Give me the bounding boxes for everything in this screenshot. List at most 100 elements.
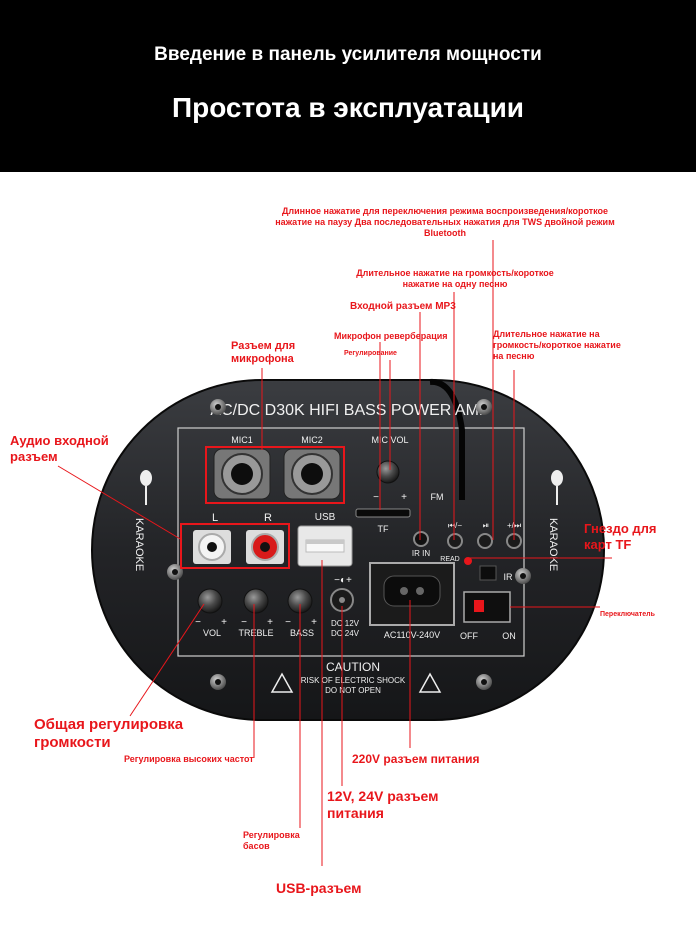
annotation-master-volume: Общая регулировка громкости (34, 716, 183, 752)
ir-in-label: IR IN (412, 549, 430, 558)
leader-lines (57, 240, 612, 866)
annotation-tf-slot-line-2: карт TF (584, 536, 632, 552)
bass-plus: + (311, 617, 317, 628)
karaoke-label-right: KARAOKE (547, 518, 559, 571)
annotation-regulation: Регулирование (344, 350, 397, 357)
annotation-vol-up-line-1: Длительное нажатие на (493, 329, 600, 339)
ir-label: IR (504, 572, 514, 582)
audio-input-highlight (180, 523, 290, 569)
mic1-jack[interactable] (213, 448, 271, 500)
dc-polarity-icon: −◐+ (334, 575, 352, 586)
annotation-vol-down-button: Длительное нажатие на громкость/короткое… (320, 268, 590, 290)
annotation-bass-adjust-line-2: басов (243, 840, 270, 851)
rca-left-jack[interactable] (193, 530, 231, 564)
prev-vol-down-button[interactable] (447, 533, 463, 549)
caution-label: CAUTION (326, 660, 380, 674)
annotation-mic-jack-line-2: микрофона (231, 353, 294, 366)
annotation-mode-line-1: Длинное нажатие для переключения режима … (281, 206, 609, 216)
vol-label: VOL (203, 628, 221, 638)
annotation-mic-reverb: Микрофон реверберация (334, 331, 448, 341)
warning-icon-right (418, 672, 442, 693)
mic-vol-plus: + (401, 492, 407, 503)
annotation-dc-power: 12V, 24V разъем питания (327, 788, 439, 822)
vol-plus: + (221, 617, 227, 628)
read-led-icon (464, 557, 472, 565)
read-label: READ (440, 556, 459, 563)
usb-label: USB (315, 512, 336, 523)
fm-label: FM (431, 492, 444, 502)
on-label: ON (502, 631, 516, 641)
annotation-mic-jack-line-1: Разъем для (231, 340, 296, 352)
annotation-vol-down-line-2: нажатие на одну песню (402, 278, 508, 289)
power-switch[interactable] (463, 591, 511, 623)
tf-card-slot[interactable] (355, 508, 411, 518)
annotation-vol-down-line-1: Длительное нажатие на громкость/короткое (356, 268, 554, 278)
risk-line-1: RISK OF ELECTRIC SHOCK (301, 676, 406, 685)
risk-line-2: DO NOT OPEN (325, 686, 381, 695)
treble-knob[interactable] (243, 588, 269, 614)
annotation-mic-jack: Разъем для микрофона (231, 340, 295, 366)
mic-vol-knob[interactable] (376, 460, 400, 484)
mic2-jack[interactable] (283, 448, 341, 500)
annotation-bass-adjust: Регулировка басов (243, 830, 300, 852)
annotation-bass-adjust-line-1: Регулировка (243, 830, 300, 840)
mic-jack-highlight (205, 446, 345, 504)
prev-button-label: ⏮/− (448, 521, 462, 530)
annotation-mp3-input: Входной разъем MP3 (350, 301, 456, 312)
annotation-dc-power-line-2: питания (327, 804, 384, 821)
header-title: Простота в эксплуатации (171, 92, 525, 123)
annotation-vol-up-line-2: громкость/короткое нажатие (493, 339, 621, 350)
annotation-usb-port: USB-разъем (276, 880, 362, 896)
ir-receiver (479, 565, 497, 581)
ac-power-socket[interactable] (369, 562, 455, 626)
mic-vol-minus: − (373, 492, 379, 503)
ac-label: AC110V-240V (384, 630, 440, 640)
panel-model-text: AC/DC D30K HIFI BASS POWER AMP (210, 402, 489, 419)
ir-in-jack[interactable] (413, 531, 429, 547)
karaoke-mic-icon-left (140, 470, 152, 505)
annotation-ac-power: 220V разъем питания (352, 752, 480, 766)
annotation-vol-up-line-3: на песню (493, 350, 535, 361)
header-subtitle: Введение в панель усилителя мощности (154, 44, 542, 65)
annotation-audio-input: Аудио входной разъем (10, 433, 109, 464)
header-banner: Введение в панель усилителя мощности Про… (0, 0, 696, 172)
mic1-label: MIC1 (231, 435, 253, 445)
bass-minus: − (285, 617, 291, 628)
annotation-dc-power-line-1: 12V, 24V разъем (327, 788, 439, 804)
rca-left-label: L (212, 512, 218, 524)
annotation-audio-input-line-2: разъем (10, 448, 58, 464)
rca-right-jack[interactable] (246, 530, 284, 564)
play-button-label: ⏯ (483, 521, 489, 530)
annotation-mode-line-3: Bluetooth (424, 227, 466, 238)
rca-right-label: R (264, 512, 272, 524)
bass-label: BASS (290, 628, 314, 638)
panel-frame (177, 427, 525, 657)
annotation-tf-slot-line-1: Гнездо для (584, 521, 657, 536)
annotation-vol-up-button: Длительное нажатие на громкость/короткое… (493, 329, 621, 361)
usb-port[interactable] (297, 525, 353, 567)
cable (429, 378, 465, 500)
dc12-label: DC 12V (331, 619, 360, 628)
warning-icon-left (270, 672, 294, 693)
annotation-tf-slot: Гнездо для карт TF (584, 521, 657, 552)
dc24-label: DC 24V (331, 629, 360, 638)
treble-minus: − (241, 617, 247, 628)
vol-knob[interactable] (197, 588, 223, 614)
annotation-master-volume-line-2: громкости (34, 734, 111, 751)
annotation-mode-line-2: нажатие на паузу Два последовательных на… (275, 216, 615, 227)
treble-label: TREBLE (238, 628, 273, 638)
karaoke-label-left: KARAOKE (133, 518, 145, 571)
annotation-treble-adjust: Регулировка высоких частот (124, 754, 254, 764)
mic2-label: MIC2 (301, 435, 323, 445)
karaoke-mic-icon-right (551, 470, 563, 505)
annotation-mode-button: Длинное нажатие для переключения режима … (240, 206, 650, 238)
play-pause-button[interactable] (477, 533, 493, 549)
annotation-master-volume-line-1: Общая регулировка (34, 716, 184, 733)
vol-minus: − (195, 617, 201, 628)
tf-label: TF (378, 524, 389, 534)
annotation-switch: Переключатель (600, 611, 655, 618)
screw-icon (167, 399, 531, 690)
treble-plus: + (267, 617, 273, 628)
off-label: OFF (460, 631, 478, 641)
